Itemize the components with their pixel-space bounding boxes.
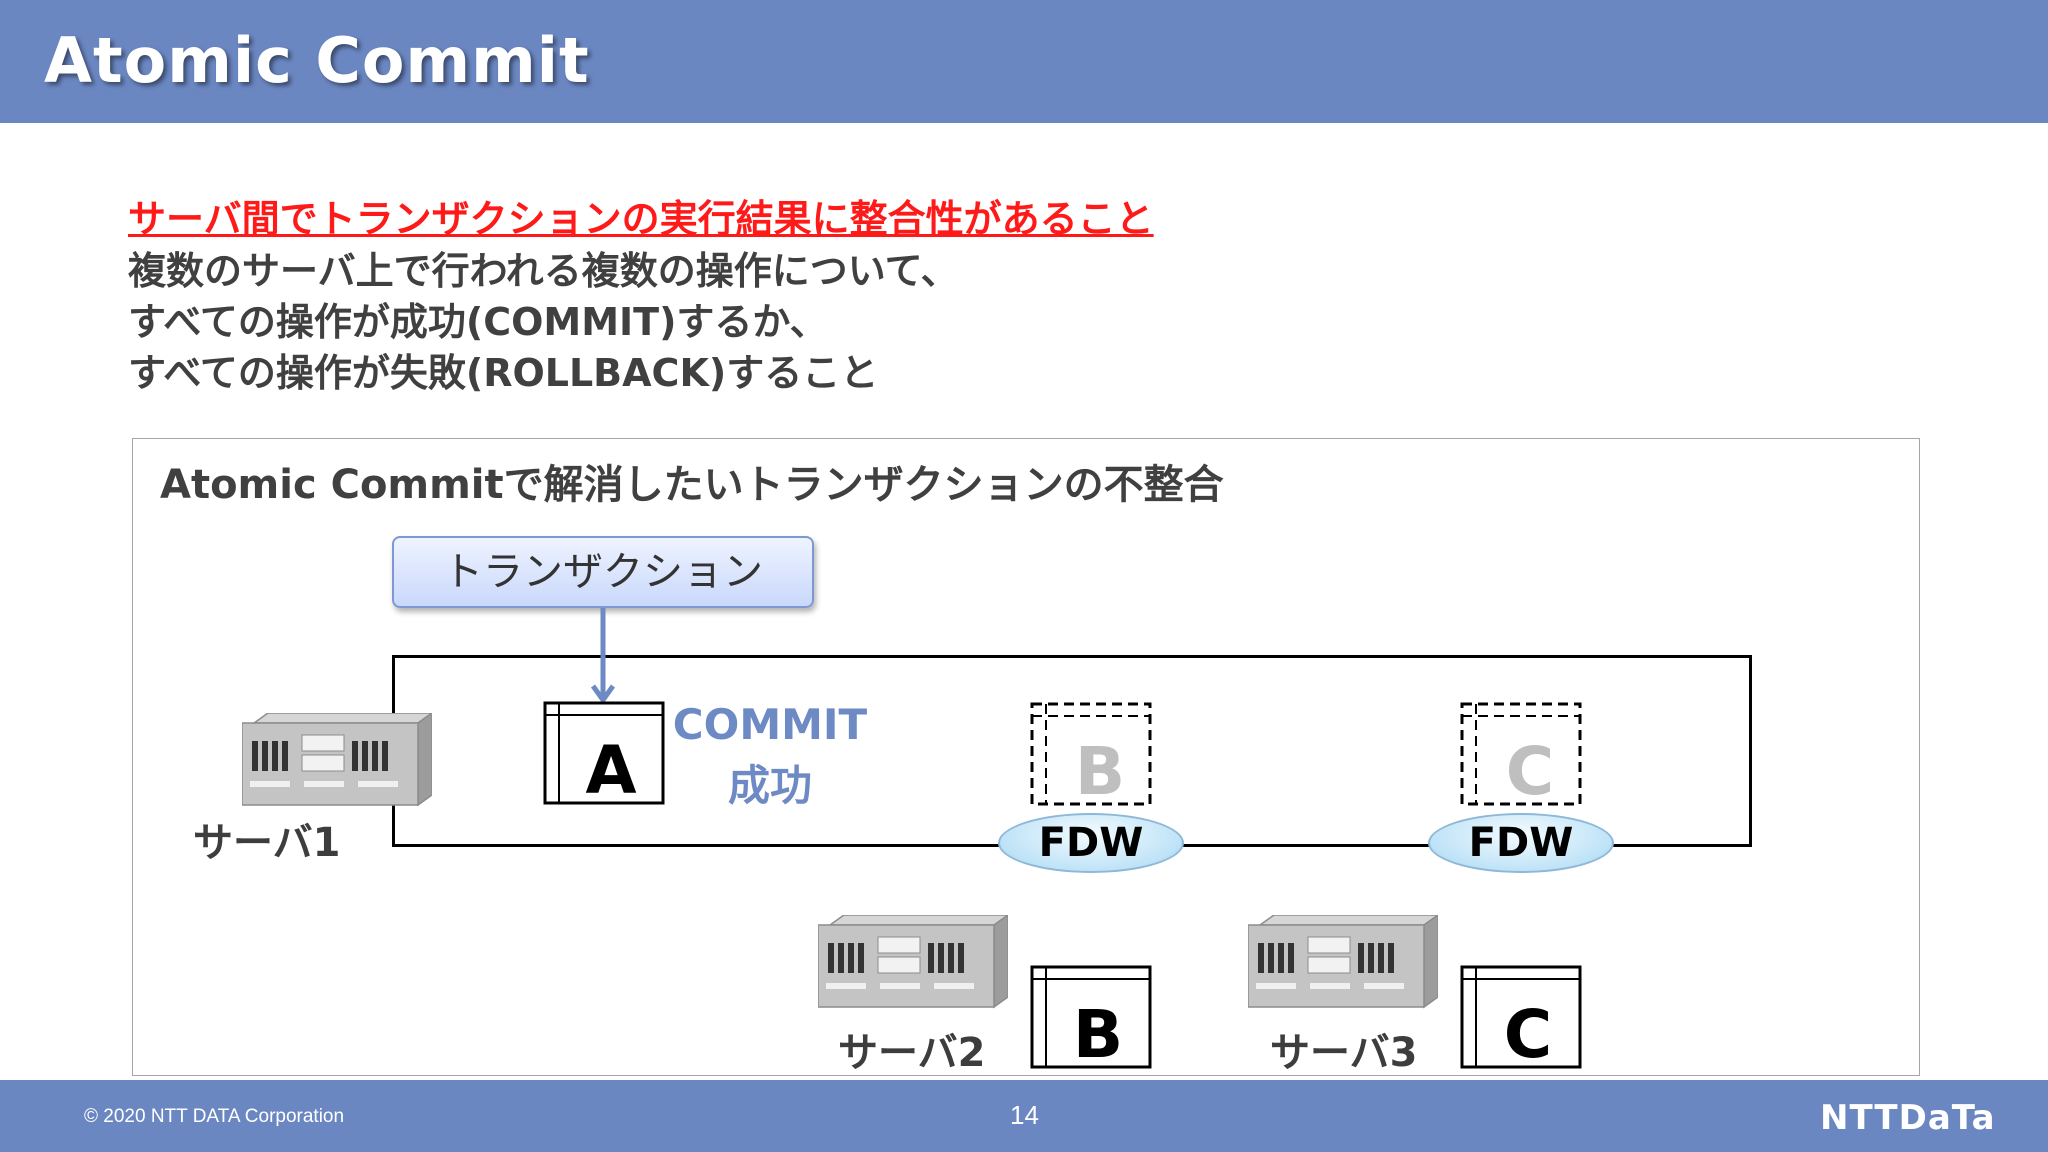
page-number: 14	[1010, 1100, 1039, 1130]
fdw-badge-b: FDW	[998, 813, 1184, 873]
table-b-letter: B	[1073, 996, 1123, 1069]
ntt-data-logo: NTTDaTa	[1820, 1098, 1996, 1138]
arrow-icon	[590, 608, 616, 704]
remote-table-b-icon: B	[1030, 702, 1152, 806]
copyright: © 2020 NTT DATA Corporation	[84, 1106, 345, 1127]
table-b-icon: B	[1030, 965, 1152, 1069]
remote-table-c-icon: C	[1460, 702, 1582, 806]
table-c-letter: C	[1504, 996, 1552, 1069]
footer-bar	[0, 1080, 2048, 1152]
remote-table-b-letter: B	[1075, 733, 1125, 806]
server-1-icon	[242, 713, 432, 807]
fdw-badge-c: FDW	[1428, 813, 1614, 873]
title-bar	[0, 0, 2048, 123]
table-a-icon: A	[543, 701, 665, 805]
slide-title: Atomic Commit	[44, 24, 590, 97]
table-a-letter: A	[585, 732, 636, 805]
remote-table-c-letter: C	[1506, 733, 1554, 806]
diagram-title: Atomic Commitで解消したいトランザクションの不整合	[160, 462, 1224, 508]
table-c-icon: C	[1460, 965, 1582, 1069]
lead-statement: サーバ間でトランザクションの実行結果に整合性があること	[128, 197, 1154, 241]
server-3-label: サーバ3	[1270, 1030, 1418, 1076]
server-1-label: サーバ1	[193, 820, 341, 866]
body-line-3: すべての操作が失敗(ROLLBACK)すること	[128, 351, 879, 395]
server-2-label: サーバ2	[838, 1030, 986, 1076]
commit-status-line1: COMMIT	[672, 700, 868, 749]
server-2-icon	[818, 915, 1008, 1009]
body-line-2: すべての操作が成功(COMMIT)するか、	[128, 300, 828, 344]
server-3-icon	[1248, 915, 1438, 1009]
transaction-box: トランザクション	[392, 536, 814, 608]
body-line-1: 複数のサーバ上で行われる複数の操作について、	[128, 249, 959, 293]
commit-status-line2: 成功	[727, 761, 812, 810]
